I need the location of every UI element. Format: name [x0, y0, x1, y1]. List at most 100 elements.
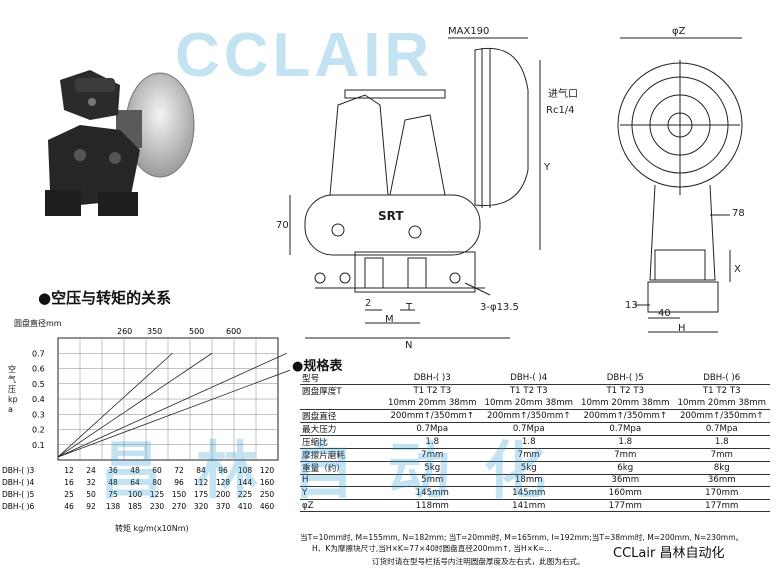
torque-row-model: DBH-( )5 — [2, 490, 35, 499]
y-tick-label: 0.4 — [32, 395, 45, 404]
spec-cell: 0.7Mpa — [577, 422, 674, 436]
spec-row-label: 最大压力 — [300, 422, 384, 436]
spec-header-label: 型号 — [300, 372, 384, 385]
spec-cell: 0.7Mpa — [673, 422, 770, 436]
series-line-350 — [57, 352, 213, 458]
torque-value: 72 — [174, 466, 184, 475]
spec-cell: 177mm — [673, 499, 770, 513]
torque-value: 150 — [172, 490, 187, 499]
torque-value: 24 — [86, 466, 96, 475]
torque-value: 96 — [174, 478, 184, 487]
spec-cell: 10mm 20mm 38mm — [480, 397, 577, 410]
torque-value: 48 — [130, 466, 140, 475]
spec-row-label: 圆盘厚度T — [302, 387, 342, 397]
graph-title: ●空压与转矩的关系 — [38, 289, 172, 307]
torque-value: 120 — [260, 466, 275, 475]
spec-cell: DBH-( )6 — [673, 372, 770, 385]
inlet-label: 进气口 — [548, 87, 578, 100]
y-tick-label: 0.7 — [32, 349, 45, 358]
spec-cell: 118mm — [384, 499, 481, 513]
spec-cell: 7mm — [384, 448, 481, 462]
torque-value: 100 — [128, 490, 143, 499]
spec-note-2: H、K为摩擦块尺寸,当H×K=77×40时圆盘直径200mm↑, 当H×K=..… — [312, 544, 552, 553]
torque-value: 80 — [152, 478, 162, 487]
brand-label: CCLair 昌林自动化 — [610, 542, 728, 561]
torque-value: 138 — [106, 502, 121, 511]
torque-value: 185 — [128, 502, 143, 511]
spec-empty-label — [300, 397, 384, 410]
spec-cell: 1.8 — [673, 435, 770, 449]
torque-value: 46 — [64, 502, 74, 511]
spec-cell: DBH-( )5 — [577, 372, 674, 385]
spec-row-label: 圆盘直径 — [300, 409, 384, 423]
torque-value: 250 — [260, 490, 275, 499]
spec-cell: T1 T2 T3 — [413, 386, 452, 396]
torque-value: 410 — [238, 502, 253, 511]
spec-cell: 177mm — [577, 499, 674, 513]
torque-row-model: DBH-( )3 — [2, 466, 35, 475]
torque-value: 32 — [86, 478, 96, 487]
torque-value: 144 — [238, 478, 253, 487]
torque-value: 112 — [194, 478, 209, 487]
spec-cell: T1 T2 T3 — [606, 386, 645, 396]
spec-cell: 145mm — [384, 486, 481, 500]
dim-phi-z: φZ — [672, 26, 686, 37]
spec-cell: 1.8 — [384, 435, 481, 449]
spec-cell: 7mm — [577, 448, 674, 462]
torque-value: 92 — [86, 502, 96, 511]
y-tick-label: 0.3 — [32, 410, 45, 419]
disc-diameter-label: 圆盘直径mm — [14, 319, 62, 328]
dim-m: M — [385, 314, 394, 325]
spec-cell: 200mm↑/350mm↑ — [577, 409, 674, 423]
torque-value: 128 — [216, 478, 231, 487]
y-tick-label: 0.6 — [32, 365, 45, 374]
spec-cell: 7mm — [673, 448, 770, 462]
spec-cell: 10mm 20mm 38mm — [577, 397, 674, 410]
plate-label: SRT — [378, 209, 404, 223]
torque-row-model: DBH-( )6 — [2, 502, 35, 511]
holes-label: 3-φ13.5 — [480, 302, 519, 313]
spec-cell: 160mm — [577, 486, 674, 500]
spec-cell: 0.7Mpa — [384, 422, 481, 436]
disc-diameter-260: 260 — [117, 327, 132, 336]
series-line-600 — [57, 369, 290, 458]
dim-70: 70 — [276, 220, 289, 231]
spec-note-1: 当T=10mm时, M=155mm, N=182mm; 当T=20mm时, M=… — [300, 533, 744, 542]
spec-row-label: 压缩比 — [300, 435, 384, 449]
spec-cell: 6kg — [577, 461, 674, 475]
torque-value: 84 — [196, 466, 206, 475]
spec-row-label: φZ — [300, 499, 384, 513]
torque-value: 75 — [108, 490, 118, 499]
torque-axis-label: 转矩 kg/m(x10Nm) — [115, 524, 189, 533]
spec-cell: 5mm — [384, 474, 481, 488]
torque-value: 96 — [218, 466, 228, 475]
torque-value: 175 — [194, 490, 209, 499]
series-line-500 — [57, 352, 287, 458]
torque-value: 160 — [260, 478, 275, 487]
spec-cell: 200mm↑/350mm↑ — [384, 409, 481, 423]
torque-value: 460 — [260, 502, 275, 511]
dim-2: 2 — [365, 298, 371, 309]
torque-value: 12 — [64, 466, 74, 475]
dim-13: 13 — [625, 300, 638, 311]
y-tick-label: 0.2 — [32, 426, 45, 435]
spec-cell: 200mm↑/350mm↑ — [480, 409, 577, 423]
series-line-260 — [57, 352, 173, 458]
torque-value: 64 — [130, 478, 140, 487]
spec-cell: 145mm — [480, 486, 577, 500]
spec-cell: 200mm↑/350mm↑ — [673, 409, 770, 423]
torque-value: 48 — [108, 478, 118, 487]
product-photo — [45, 70, 195, 216]
dim-n: N — [405, 340, 412, 350]
spec-cell: 5kg — [384, 461, 481, 475]
y-tick-label: 0.5 — [32, 380, 45, 389]
